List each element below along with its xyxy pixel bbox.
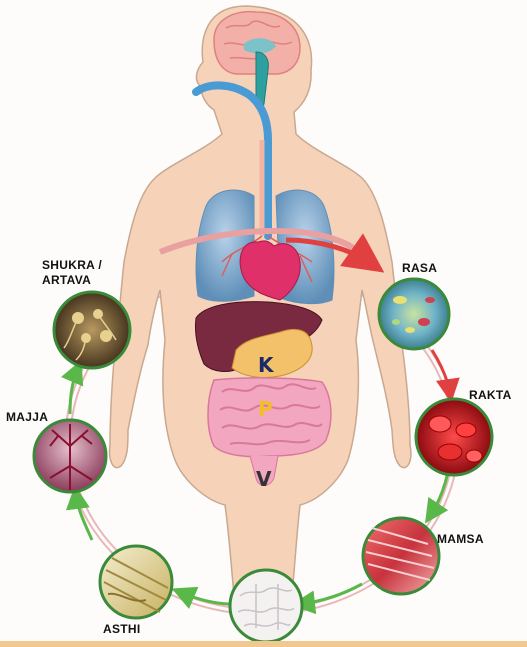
label-mamsa: MAMSA <box>437 532 484 546</box>
label-majja: MAJJA <box>6 410 49 424</box>
arrow-majja-shukra <box>61 359 84 415</box>
cycle-arrows <box>61 349 460 615</box>
dosha-kapha: K <box>258 353 275 377</box>
label-rakta: RAKTA <box>469 388 512 402</box>
label-asthi: ASTHI <box>103 622 141 636</box>
heart-to-rasa-arrow <box>158 227 385 273</box>
airway <box>192 81 272 240</box>
arrow-meda-asthi <box>171 586 233 609</box>
label-shukra-line2: ARTAVA <box>42 273 92 287</box>
tissue-shukra <box>52 290 132 370</box>
label-shukra-line1: SHUKRA / <box>42 258 102 272</box>
dosha-vata: V <box>256 467 272 491</box>
tissue-meda <box>228 568 304 644</box>
arrow-rasa-rakta <box>430 349 460 403</box>
brain <box>213 10 301 109</box>
tissue-majja <box>32 418 108 494</box>
dosha-pitta: P <box>258 397 273 421</box>
bottom-edge-bar <box>0 641 527 647</box>
label-rasa: RASA <box>402 261 438 275</box>
intestines <box>207 377 332 486</box>
arrow-mamsa-meda <box>291 582 363 615</box>
heart <box>239 240 301 301</box>
tissue-asthi <box>98 544 174 620</box>
tissue-mamsa <box>361 516 441 596</box>
arrow-asthi-majja <box>65 485 94 541</box>
arrow-rakta-mamsa <box>425 471 450 524</box>
tissue-rasa <box>377 277 451 351</box>
tissue-rakta <box>414 397 494 477</box>
